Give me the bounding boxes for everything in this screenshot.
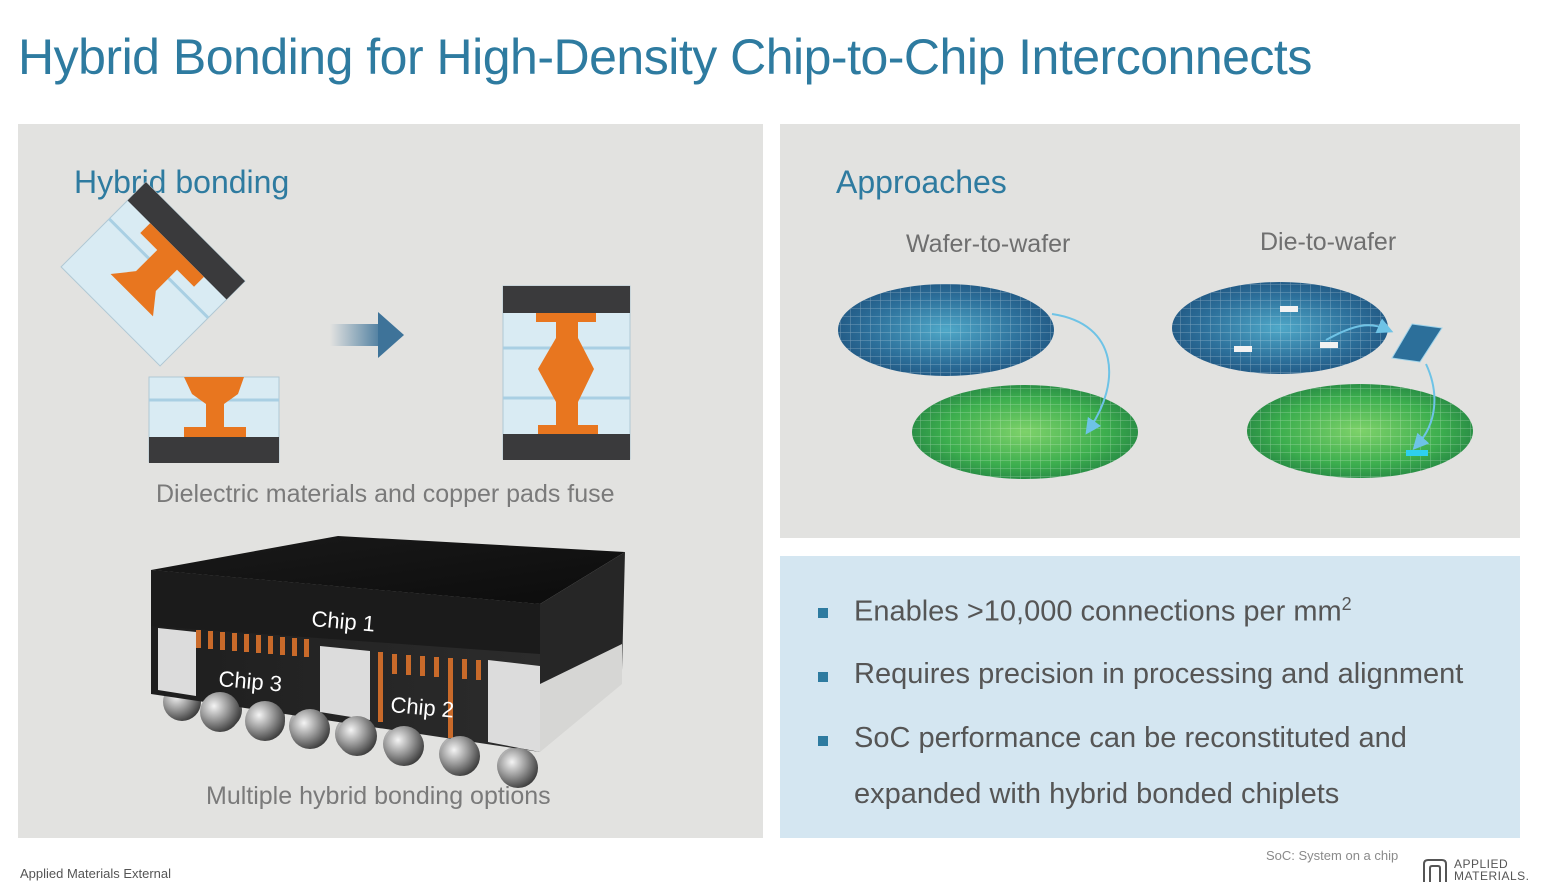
wafer-to-wafer-illustration: [838, 284, 1138, 479]
bullet-text: Enables >10,000 connections per mm: [854, 595, 1342, 628]
bullet-square-icon: [818, 736, 828, 746]
approaches-diagram: [838, 282, 1473, 479]
tilted-bond-piece: [60, 181, 246, 367]
die-to-wafer-illustration: [1172, 282, 1473, 478]
bullet-square-icon: [818, 672, 828, 682]
spacer-right: [488, 660, 540, 752]
classification-label: Applied Materials External: [20, 866, 172, 881]
slide-title: Hybrid Bonding for High-Density Chip-to-…: [18, 29, 1312, 85]
fused-bond-piece: [502, 285, 631, 460]
hybrid-bonding-panel: Hybrid bonding: [18, 124, 763, 838]
logo-mark-icon: [1423, 859, 1447, 882]
bonding-diagram: [60, 181, 631, 463]
soc-footnote: SoC: System on a chip: [1266, 848, 1399, 863]
die-to-wafer-label: Die-to-wafer: [1260, 228, 1397, 256]
bullet-text: expanded with hybrid bonded chiplets: [854, 778, 1340, 810]
chip1-label: Chip 1: [311, 606, 377, 636]
approaches-heading: Approaches: [836, 164, 1007, 200]
copper-interconnects-chip3: [196, 630, 309, 657]
spacer-left: [158, 628, 196, 696]
hybrid-bonding-heading: Hybrid bonding: [74, 164, 290, 200]
benefits-panel: Enables >10,000 connections per mm2 Requ…: [780, 556, 1520, 838]
logo-text-line2: MATERIALS.: [1454, 869, 1530, 883]
solder-balls-front: [200, 692, 538, 788]
bullet-text: Requires precision in processing and ali…: [854, 658, 1464, 690]
approaches-panel: Approaches Wafer-to-wafer Die-to-wafer: [780, 124, 1520, 538]
applied-materials-logo: APPLIED MATERIALS.: [1420, 856, 1530, 886]
bullet-square-icon: [818, 608, 828, 618]
wafer-to-wafer-label: Wafer-to-wafer: [906, 230, 1071, 258]
arrow-right-icon: [330, 312, 404, 358]
chip1-top-face: [151, 536, 625, 604]
logo-text-line1: APPLIED: [1454, 857, 1509, 871]
copper-interconnects-chip2: [378, 652, 481, 738]
chip-package-diagram: Chip 1 Chip 3 Chip 2: [151, 536, 625, 788]
chip2-label: Chip 2: [390, 692, 456, 722]
bonding-options-caption: Multiple hybrid bonding options: [206, 782, 551, 810]
bullet-text: SoC performance can be reconstituted and: [854, 722, 1407, 754]
superscript: 2: [1341, 594, 1352, 614]
chip3-label: Chip 3: [218, 666, 284, 696]
spacer-middle: [320, 646, 370, 720]
bottom-bond-piece: [148, 376, 280, 463]
fuse-caption: Dielectric materials and copper pads fus…: [156, 480, 615, 508]
